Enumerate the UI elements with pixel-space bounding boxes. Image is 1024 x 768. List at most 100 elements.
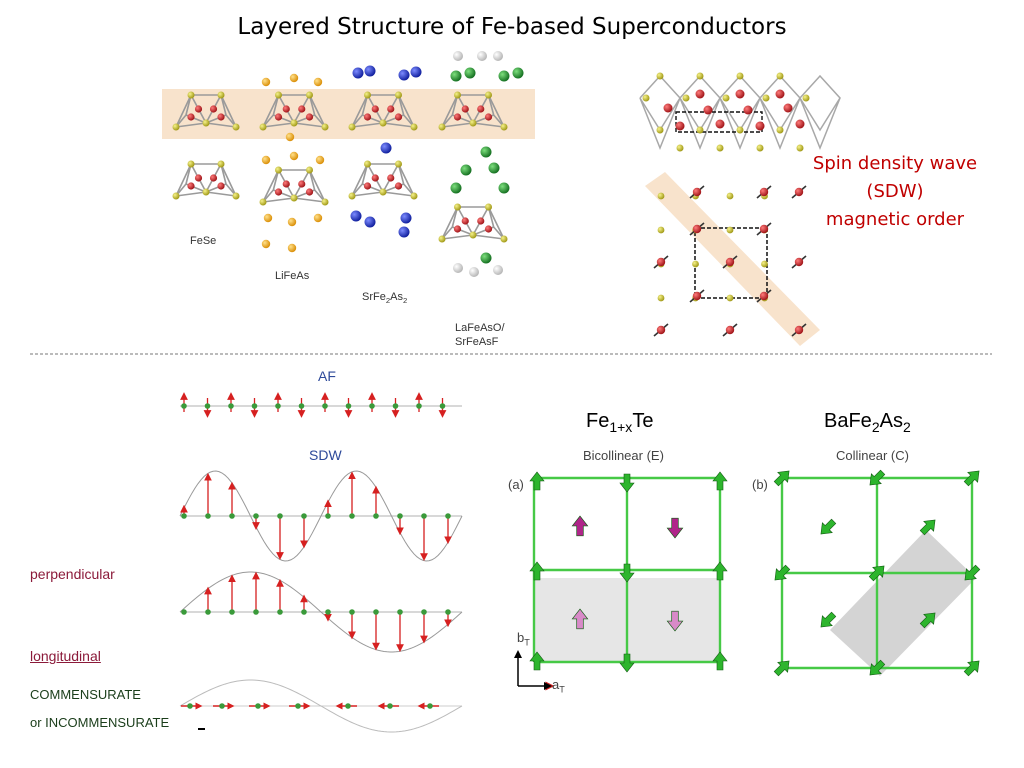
- as-atom: [726, 226, 734, 234]
- arrow-shape: [868, 565, 885, 582]
- fe-atom: [692, 291, 702, 301]
- spin-arrow: [666, 610, 684, 632]
- as-atom: [290, 194, 298, 202]
- as-atom: [275, 91, 282, 99]
- bond: [262, 122, 295, 128]
- as-atom: [454, 203, 461, 211]
- bond: [382, 191, 415, 197]
- arrow-shape: [571, 515, 589, 537]
- sr-atom: [398, 226, 410, 238]
- fe-atom: [217, 182, 225, 190]
- spin-arrow: [619, 653, 635, 673]
- li-atom: [313, 213, 323, 223]
- li-atom: [287, 243, 297, 253]
- as-atom: [657, 226, 665, 234]
- perpendicular-label: perpendicular: [30, 566, 115, 582]
- as-atom: [676, 144, 684, 152]
- atom-site: [301, 513, 307, 519]
- fe-atom: [217, 113, 225, 121]
- as-atom: [232, 192, 240, 200]
- arrow-shape: [529, 471, 545, 491]
- as-atom: [682, 94, 690, 102]
- atom-site: [205, 609, 211, 615]
- sdw-longitudinal-chain: [179, 679, 463, 733]
- atom-site: [205, 513, 211, 519]
- la-atom: [450, 70, 462, 82]
- sr-atom: [410, 66, 422, 78]
- atom-site: [181, 609, 187, 615]
- as-atom: [736, 126, 744, 134]
- as-atom: [722, 94, 730, 102]
- as-atom: [187, 160, 195, 168]
- atom-site: [349, 513, 355, 519]
- atom-site: [345, 703, 351, 709]
- arrow-shape: [712, 561, 728, 581]
- as-atom: [657, 294, 665, 302]
- spin-arrow: [712, 651, 728, 671]
- arrow-shape: [571, 608, 589, 630]
- fe-atom: [363, 113, 372, 121]
- fe-atom: [453, 225, 462, 233]
- bond: [441, 206, 459, 240]
- fe-atom: [675, 121, 685, 131]
- as-atom: [485, 91, 492, 99]
- as-atom: [796, 144, 804, 152]
- as-atom: [696, 126, 704, 134]
- fe-atom: [735, 89, 745, 99]
- fe-atom: [194, 174, 203, 182]
- atom-site: [392, 403, 399, 409]
- axis-bt-head: [514, 650, 522, 658]
- arrow-shape: [773, 660, 790, 677]
- collinear-lattice: [773, 469, 981, 677]
- spin-arrow: [529, 561, 545, 581]
- as-atom: [364, 160, 371, 168]
- bond-outline: [639, 74, 681, 151]
- fe1xte-heading: Fe1+xTe: [586, 410, 654, 435]
- la-atom: [464, 67, 476, 79]
- spin-arrow: [619, 563, 635, 583]
- fe-atom: [363, 182, 372, 190]
- fe-atom: [298, 105, 306, 113]
- atom-site: [301, 609, 307, 615]
- fe-atom: [187, 113, 195, 121]
- feas-layer: [348, 160, 418, 200]
- spin-arrow: [619, 473, 635, 493]
- o-atom: [493, 265, 503, 275]
- fe-atom: [715, 119, 725, 129]
- bond: [351, 163, 369, 197]
- fe-atom: [692, 224, 702, 234]
- as-atom: [172, 192, 180, 200]
- atom-site: [219, 703, 225, 709]
- panel-a-label: (a): [508, 477, 524, 492]
- bond: [308, 94, 326, 128]
- li-atom: [287, 217, 297, 227]
- bond: [175, 122, 207, 128]
- af-chain: [180, 392, 462, 418]
- arrow-shape: [529, 651, 545, 671]
- as-atom: [202, 188, 210, 196]
- fe-atom: [209, 105, 218, 113]
- as-atom: [692, 260, 699, 268]
- spin-arrow: [529, 651, 545, 671]
- atom-site: [251, 403, 258, 409]
- spin-arrow: [773, 470, 790, 487]
- bond: [308, 169, 326, 203]
- fe-atom: [794, 257, 804, 267]
- bafe2as2-heading: BaFe2As2: [824, 410, 911, 435]
- arrow-shape: [619, 473, 635, 493]
- fe-atom: [656, 257, 666, 267]
- as-atom: [500, 123, 508, 131]
- fe-atom: [725, 257, 735, 267]
- as-atom: [716, 144, 724, 152]
- as-atom: [217, 91, 225, 99]
- spin-arrow: [919, 519, 936, 536]
- sdw-note-line-1: Spin density wave: [812, 153, 978, 174]
- as-atom: [306, 91, 313, 99]
- o-atom: [493, 51, 503, 61]
- bicollinear-caption: Bicollinear (E): [583, 448, 664, 463]
- spin-arrow: [919, 612, 936, 629]
- fe-atom: [695, 89, 705, 99]
- fe-atom: [305, 188, 314, 196]
- as-atom: [395, 91, 402, 99]
- axis-at-head: [544, 682, 552, 690]
